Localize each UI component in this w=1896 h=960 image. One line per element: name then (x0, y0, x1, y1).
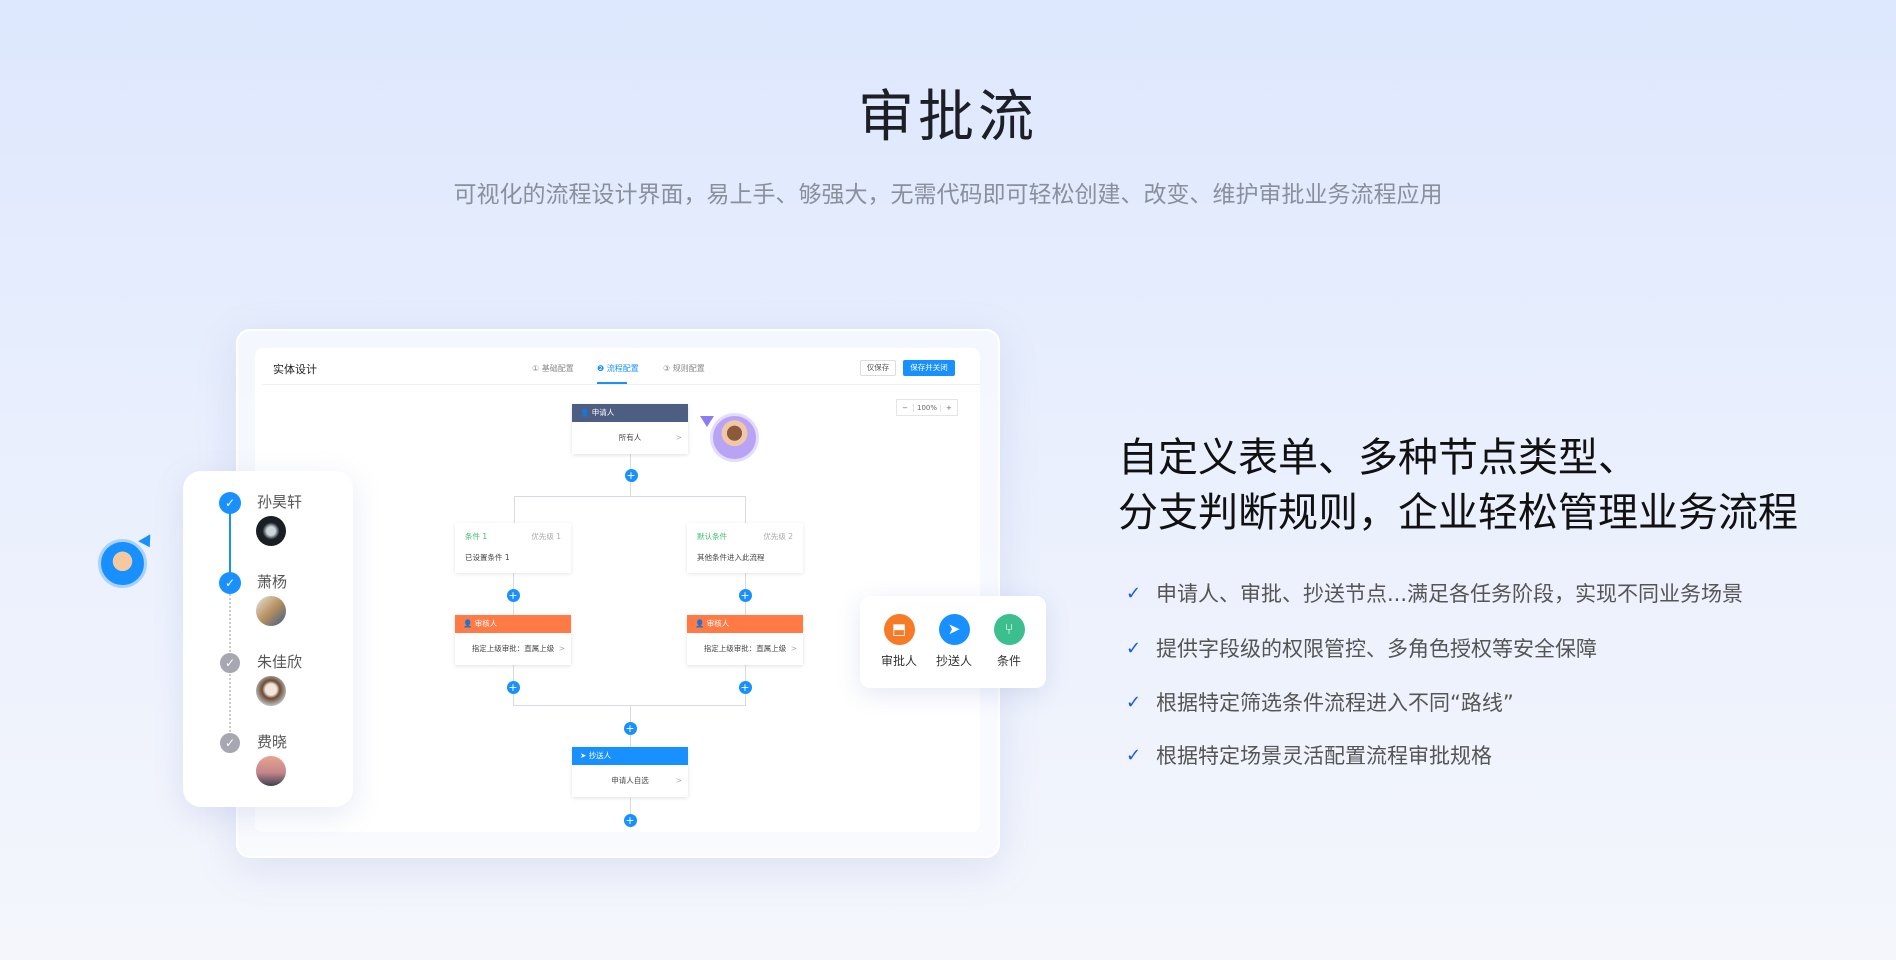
tool-label: 抄送人 (935, 654, 972, 668)
header-divider (262, 384, 980, 385)
applicant-node[interactable]: 👤 申请人 所有人 > (572, 404, 688, 454)
bullet-text: 根据特定筛选条件流程进入不同“路线” (1156, 691, 1514, 715)
save-close-button[interactable]: 保存并关闭 (903, 360, 955, 376)
add-node-button[interactable]: + (623, 813, 637, 827)
node-body: 指定上级审批：直属上级 (703, 644, 787, 653)
connector (745, 496, 746, 523)
approver-name: 孙昊轩 (257, 493, 303, 511)
feature-bullet: ✓ 申请人、审批、抄送节点...满足各任务阶段，实现不同业务场景 (1126, 578, 1743, 608)
check-icon: ✓ (219, 572, 241, 594)
zoom-in-button[interactable]: + (946, 403, 952, 412)
user-icon: 👤 (463, 619, 475, 628)
chevron-right-icon: > (558, 644, 565, 653)
add-node-button[interactable]: + (623, 721, 637, 735)
check-icon: ✓ (1126, 691, 1142, 713)
tool-condition[interactable]: ⑂ 条件 (979, 614, 1039, 669)
avatar (256, 596, 286, 626)
node-header: 申请人 (591, 408, 615, 417)
pointer-icon (700, 416, 714, 427)
add-node-button[interactable]: + (624, 468, 638, 482)
approver-name: 萧杨 (257, 573, 288, 591)
stamp-icon: ⬒ (883, 614, 915, 645)
node-header: 审核人 (706, 619, 730, 628)
approver-name: 费晓 (257, 733, 288, 751)
condition-desc: 已设置条件 1 (465, 553, 510, 562)
tab-basic-config[interactable]: ① 基础配置 (532, 364, 574, 373)
bullet-text: 申请人、审批、抄送节点...满足各任务阶段，实现不同业务场景 (1156, 582, 1744, 606)
node-body: 所有人 (618, 433, 642, 442)
avatar (98, 539, 147, 588)
node-body: 指定上级审批：直属上级 (471, 644, 555, 653)
condition-node[interactable]: 默认条件 优先级 2 其他条件进入此流程 (687, 523, 803, 573)
check-icon: ✓ (1126, 744, 1142, 766)
cc-node[interactable]: ➤ 抄送人 申请人自选 > (572, 747, 688, 797)
zoom-control: − 100% + (896, 399, 958, 416)
zoom-out-button[interactable]: − (902, 403, 908, 412)
avatar (256, 516, 286, 546)
connector (514, 496, 515, 523)
condition-node[interactable]: 条件 1 优先级 1 已设置条件 1 (455, 523, 571, 573)
reviewer-node[interactable]: 👤 审核人 指定上级审批：直属上级> (687, 615, 803, 665)
condition-desc: 其他条件进入此流程 (697, 553, 765, 562)
node-type-card: ⬒ 审批人 ➤ 抄送人 ⑂ 条件 (860, 596, 1046, 688)
avatar (256, 756, 286, 786)
user-icon: 👤 (580, 408, 592, 417)
chevron-right-icon: > (675, 776, 682, 785)
add-node-button[interactable]: + (506, 588, 520, 602)
approver-name: 朱佳欣 (257, 653, 303, 671)
feature-bullet: ✓ 根据特定筛选条件流程进入不同“路线” (1126, 687, 1514, 717)
condition-name: 条件 1 (465, 532, 488, 541)
add-node-button[interactable]: + (506, 680, 520, 694)
designer-title: 实体设计 (273, 363, 317, 376)
node-header: 审核人 (474, 619, 498, 628)
chevron-right-icon: > (790, 644, 797, 653)
page-title: 审批流 (858, 85, 1038, 150)
node-body: 申请人自选 (611, 776, 649, 785)
feature-heading: 自定义表单、多种节点类型、 (1118, 435, 1638, 481)
merge-line (513, 705, 746, 706)
zoom-level: 100% (913, 403, 941, 412)
feature-bullet: ✓ 根据特定场景灵活配置流程审批规格 (1126, 740, 1492, 770)
check-icon: ✓ (220, 653, 240, 673)
bullet-text: 根据特定场景灵活配置流程审批规格 (1156, 744, 1492, 768)
check-icon: ✓ (220, 733, 240, 753)
tool-approver[interactable]: ⬒ 审批人 (869, 614, 929, 669)
condition-name: 默认条件 (697, 532, 727, 541)
condition-priority: 优先级 1 (531, 532, 561, 541)
send-icon: ➤ (580, 751, 589, 760)
tab-rule-config[interactable]: ③ 规则配置 (663, 364, 705, 373)
condition-priority: 优先级 2 (763, 532, 793, 541)
avatar (256, 676, 286, 706)
tool-label: 审批人 (880, 654, 917, 668)
check-icon: ✓ (1126, 637, 1142, 659)
tab-flow-config[interactable]: ❷ 流程配置 (597, 364, 639, 373)
send-icon: ➤ (938, 614, 970, 645)
save-only-button[interactable]: 仅保存 (860, 360, 896, 376)
user-icon: 👤 (695, 619, 707, 628)
active-tab-indicator (597, 382, 627, 384)
timeline-line (229, 503, 231, 583)
branch-line (514, 496, 746, 497)
avatar (710, 413, 759, 462)
add-node-button[interactable]: + (738, 588, 752, 602)
feature-bullet: ✓ 提供字段级的权限管控、多角色授权等安全保障 (1126, 633, 1597, 663)
check-icon: ✓ (219, 492, 241, 514)
add-node-button[interactable]: + (738, 680, 752, 694)
tool-label: 条件 (996, 654, 1021, 668)
check-icon: ✓ (1126, 582, 1142, 604)
node-header: 抄送人 (588, 751, 612, 760)
tool-cc[interactable]: ➤ 抄送人 (924, 614, 984, 669)
connector (630, 798, 631, 828)
feature-heading: 分支判断规则，企业轻松管理业务流程 (1118, 490, 1798, 536)
bullet-text: 提供字段级的权限管控、多角色授权等安全保障 (1156, 637, 1597, 661)
reviewer-node[interactable]: 👤 审核人 指定上级审批：直属上级> (455, 615, 571, 665)
chevron-right-icon: > (675, 433, 682, 442)
branch-icon: ⑂ (993, 614, 1025, 645)
page-subtitle: 可视化的流程设计界面，易上手、够强大，无需代码即可轻松创建、改变、维护审批业务流… (453, 182, 1443, 208)
